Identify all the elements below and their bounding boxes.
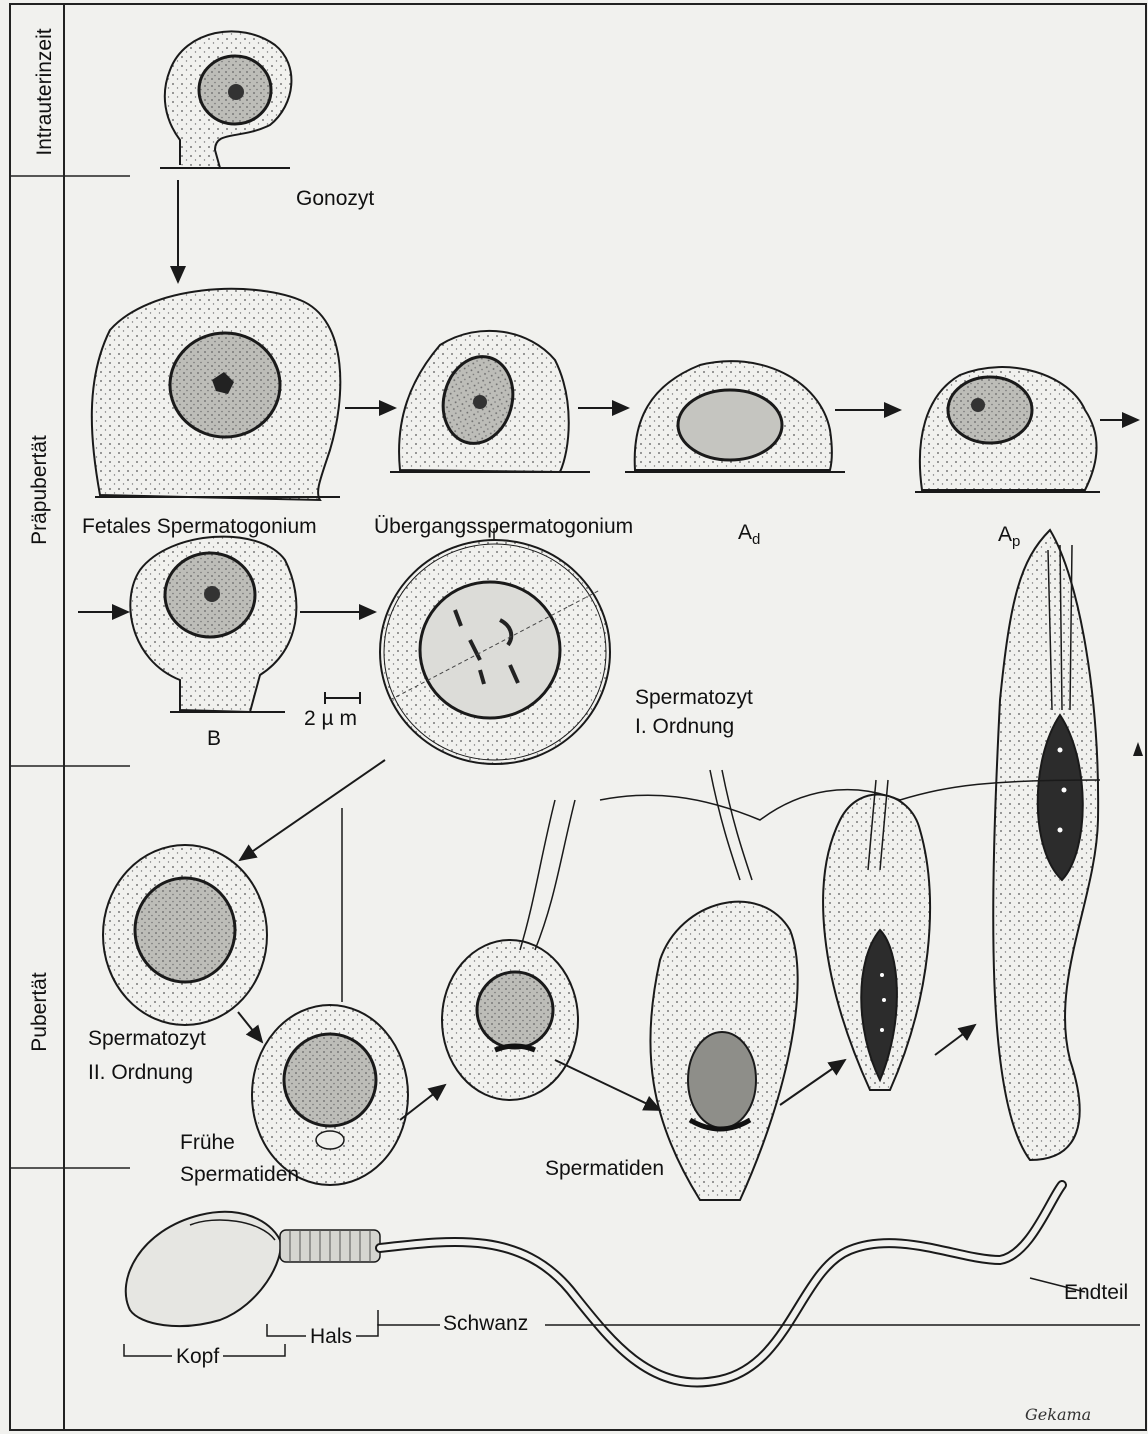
label-scale: 2 µ m [304,706,357,731]
phase-label-puberty: Pubertät [28,962,52,1062]
label-b: B [207,726,221,751]
early-spermatid-cell [252,808,408,1185]
condensing-spermatid-cell [823,780,930,1090]
fetal-spermatogonium-cell [92,289,341,500]
label-primary-spermatocyte-1: Spermatozyt [635,685,753,710]
label-secondary-spermatocyte-2: II. Ordnung [88,1060,193,1085]
ap-spermatogonium-cell [915,367,1100,492]
label-endteil: Endteil [1064,1280,1128,1305]
sperm-part-brackets [124,1278,1140,1356]
label-secondary-spermatocyte-1: Spermatozyt [88,1026,206,1051]
label-kopf: Kopf [172,1344,223,1369]
phase-label-prepuberty: Präpubertät [28,430,52,550]
label-primary-spermatocyte-2: I. Ordnung [635,714,734,739]
phase-label-intrauterine: Intrauterinzeit [33,22,57,162]
scale-bar [325,692,360,704]
label-spermatids: Spermatiden [545,1156,664,1181]
round-spermatid-cell [442,800,578,1100]
label-schwanz: Schwanz [443,1311,528,1336]
label-gonozyt: Gonozyt [296,186,374,211]
transitional-spermatogonium-cell [390,331,590,472]
label-early-spermatids-2: Spermatiden [180,1162,299,1187]
label-early-spermatids-1: Frühe [180,1130,235,1155]
label-ap: Ap [998,522,1020,551]
label-fetal-spermatogonium: Fetales Spermatogonium [82,514,317,539]
elongating-spermatid-cell [650,770,797,1200]
label-transitional-spermatogonium: Übergangsspermatogonium [374,514,633,539]
label-ad: Ad [738,520,760,549]
gonozyt-cell [160,31,291,168]
b-spermatogonium-cell [130,537,296,712]
artist-signature: Gekama [1025,1405,1091,1424]
spermatozoon [126,1185,1062,1383]
secondary-spermatocyte-cell [103,845,267,1025]
mature-spermatid-cell [993,530,1143,1160]
primary-spermatocyte-cell [380,528,610,764]
label-hals: Hals [306,1324,356,1349]
ad-spermatogonium-cell [625,361,845,472]
